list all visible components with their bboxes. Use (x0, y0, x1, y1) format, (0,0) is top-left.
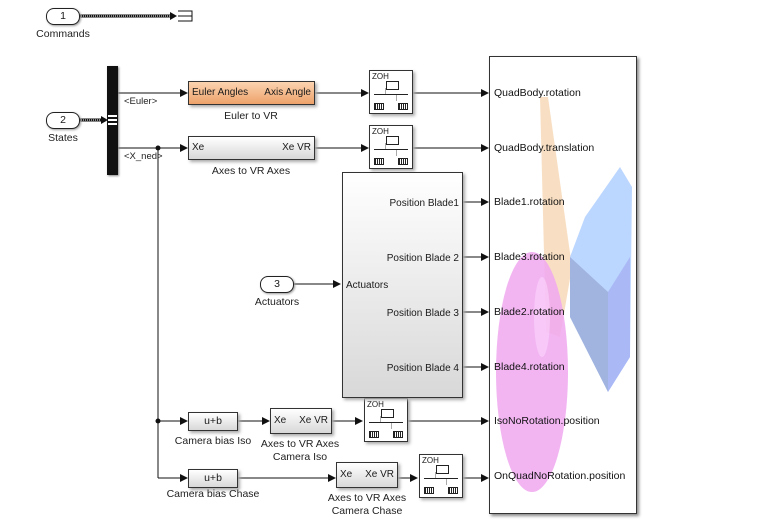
zoh-label: ZOH (422, 456, 439, 465)
commands-wire (79, 12, 177, 20)
axes-to-vr-iso-block[interactable]: Xe Xe VR (270, 408, 332, 434)
terminator (178, 10, 193, 22)
axes-iso-input-label: Xe (274, 415, 287, 426)
vr-input-blade3-rotation: Blade3.rotation (494, 251, 565, 263)
inport-actuators-label: Actuators (254, 296, 300, 308)
zoh-block-translation[interactable]: ZOH (369, 125, 413, 169)
euler-to-vr-block[interactable]: Euler Angles Axis Angle (188, 81, 315, 105)
axes-iso-name-line2: Camera Iso (272, 451, 328, 463)
axes-chase-output-label: Xe VR (365, 469, 394, 480)
bus-output-euler-label: <Euler> (124, 96, 158, 107)
inport-actuators[interactable]: 3 (260, 276, 294, 293)
blades-input-label: Actuators (346, 280, 389, 291)
vr-input-blade2-rotation: Blade2.rotation (494, 306, 565, 318)
vr-sink-preview-icon (496, 97, 632, 492)
blade3-output-label: Position Blade 3 (386, 308, 459, 319)
axes-to-vr-chase-block[interactable]: Xe Xe VR (336, 462, 398, 488)
camera-bias-chase-name: Camera bias Chase (166, 488, 260, 500)
bus-output-xned-label: <X_ned> (124, 151, 163, 162)
zoh-label: ZOH (372, 127, 389, 136)
axes-to-vr-name: Axes to VR Axes (211, 165, 291, 177)
axes-iso-name-line1: Axes to VR Axes (260, 438, 340, 450)
euler-to-vr-input-label: Euler Angles (192, 87, 249, 98)
bus-selector[interactable] (107, 66, 118, 175)
camera-bias-iso-block[interactable]: u+b (188, 412, 238, 431)
vr-input-blade4-rotation: Blade4.rotation (494, 361, 565, 373)
axes-chase-name-line2: Camera Chase (331, 505, 403, 517)
euler-to-vr-name: Euler to VR (224, 110, 278, 122)
blade4-output-label: Position Blade 4 (386, 363, 459, 374)
zoh-block-rotation[interactable]: ZOH (369, 70, 413, 114)
camera-bias-iso-expr: u+b (204, 415, 222, 427)
camera-bias-chase-block[interactable]: u+b (188, 469, 238, 488)
blade2-output-label: Position Blade 2 (386, 253, 459, 264)
axes-to-vr-output-label: Xe VR (282, 142, 311, 153)
zoh-label: ZOH (367, 400, 384, 409)
camera-bias-iso-name: Camera bias Iso (174, 435, 252, 447)
vr-sink-block[interactable]: QuadBody.rotation QuadBody.translation B… (489, 56, 637, 514)
euler-to-vr-output-label: Axis Angle (264, 87, 311, 98)
states-wire (79, 116, 108, 124)
vr-input-quadbody-rotation: QuadBody.rotation (494, 87, 581, 99)
inport-commands-label: Commands (36, 28, 90, 40)
axes-to-vr-input-label: Xe (192, 142, 205, 153)
axes-chase-input-label: Xe (340, 469, 353, 480)
camera-bias-chase-expr: u+b (204, 472, 222, 484)
inport-states[interactable]: 2 (46, 112, 80, 129)
vr-input-iso-position: IsoNoRotation.position (494, 415, 600, 427)
vr-input-onquad-position: OnQuadNoRotation.position (494, 470, 626, 482)
vr-input-quadbody-translation: QuadBody.translation (494, 142, 595, 154)
axes-chase-name-line1: Axes to VR Axes (327, 492, 407, 504)
zoh-label: ZOH (372, 72, 389, 81)
inport-states-label: States (48, 132, 78, 144)
axes-iso-output-label: Xe VR (299, 415, 328, 426)
zoh-block-chase[interactable]: ZOH (419, 454, 463, 498)
blades-subsystem[interactable]: Actuators Position Blade1 Position Blade… (342, 172, 463, 398)
blade1-output-label: Position Blade1 (389, 198, 460, 209)
axes-to-vr-block[interactable]: Xe Xe VR (188, 136, 315, 160)
inport-commands[interactable]: 1 (46, 8, 80, 25)
zoh-block-iso[interactable]: ZOH (364, 398, 408, 442)
vr-input-blade1-rotation: Blade1.rotation (494, 196, 565, 208)
